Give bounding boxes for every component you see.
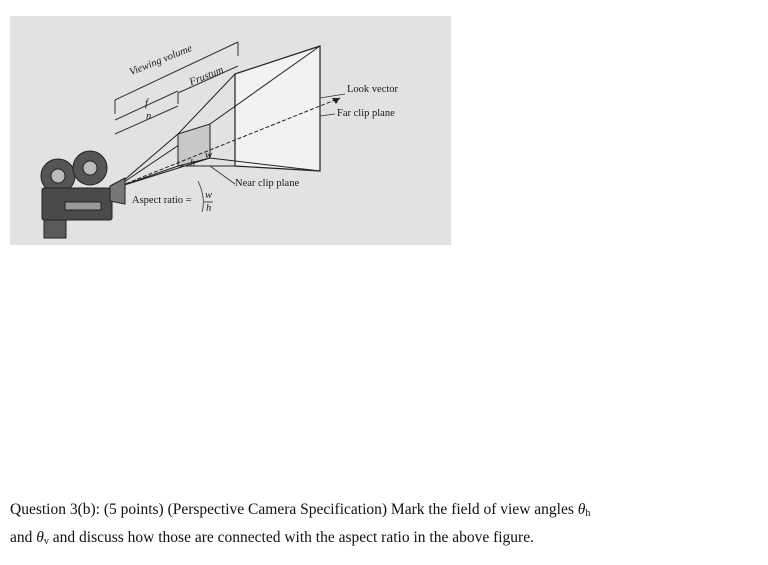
camera-icon xyxy=(40,150,126,239)
h-label: h xyxy=(190,158,196,169)
perspective-camera-figure: Viewing volume Frustum f n w h Look vect… xyxy=(10,16,451,245)
theta-symbol-v: θ xyxy=(36,529,44,546)
aspect-h-label: h xyxy=(206,203,212,214)
question-line2-prefix: and xyxy=(10,529,37,546)
f-label: f xyxy=(145,98,148,109)
dimension-brackets xyxy=(114,41,239,135)
frustum-diagram xyxy=(40,41,346,239)
near-clip-plane xyxy=(177,123,211,167)
theta-symbol: θ xyxy=(577,501,586,518)
far-clip-plane-label: Far clip plane xyxy=(337,108,395,119)
aspect-w-label: w xyxy=(205,190,213,201)
far-clip-plane xyxy=(234,45,321,172)
aspect-ratio-label: Aspect ratio = xyxy=(132,195,192,206)
theta-h-subscript: h xyxy=(585,508,591,519)
look-vector-line xyxy=(114,97,341,189)
question-line1-text: Question 3(b): (5 points) (Perspective C… xyxy=(10,501,578,518)
look-vector-arrow xyxy=(332,98,340,104)
question-text: Question 3(b): (5 points) (Perspective C… xyxy=(10,498,750,554)
look-vector-label: Look vector xyxy=(347,84,399,95)
near-clip-plane-label: Near clip plane xyxy=(235,178,300,189)
w-label: w xyxy=(205,150,213,161)
n-label: n xyxy=(146,111,152,122)
theta-v-subscript: v xyxy=(43,536,49,547)
leader-lines xyxy=(197,93,346,213)
question-line2-text: and discuss how those are connected with… xyxy=(48,529,534,546)
